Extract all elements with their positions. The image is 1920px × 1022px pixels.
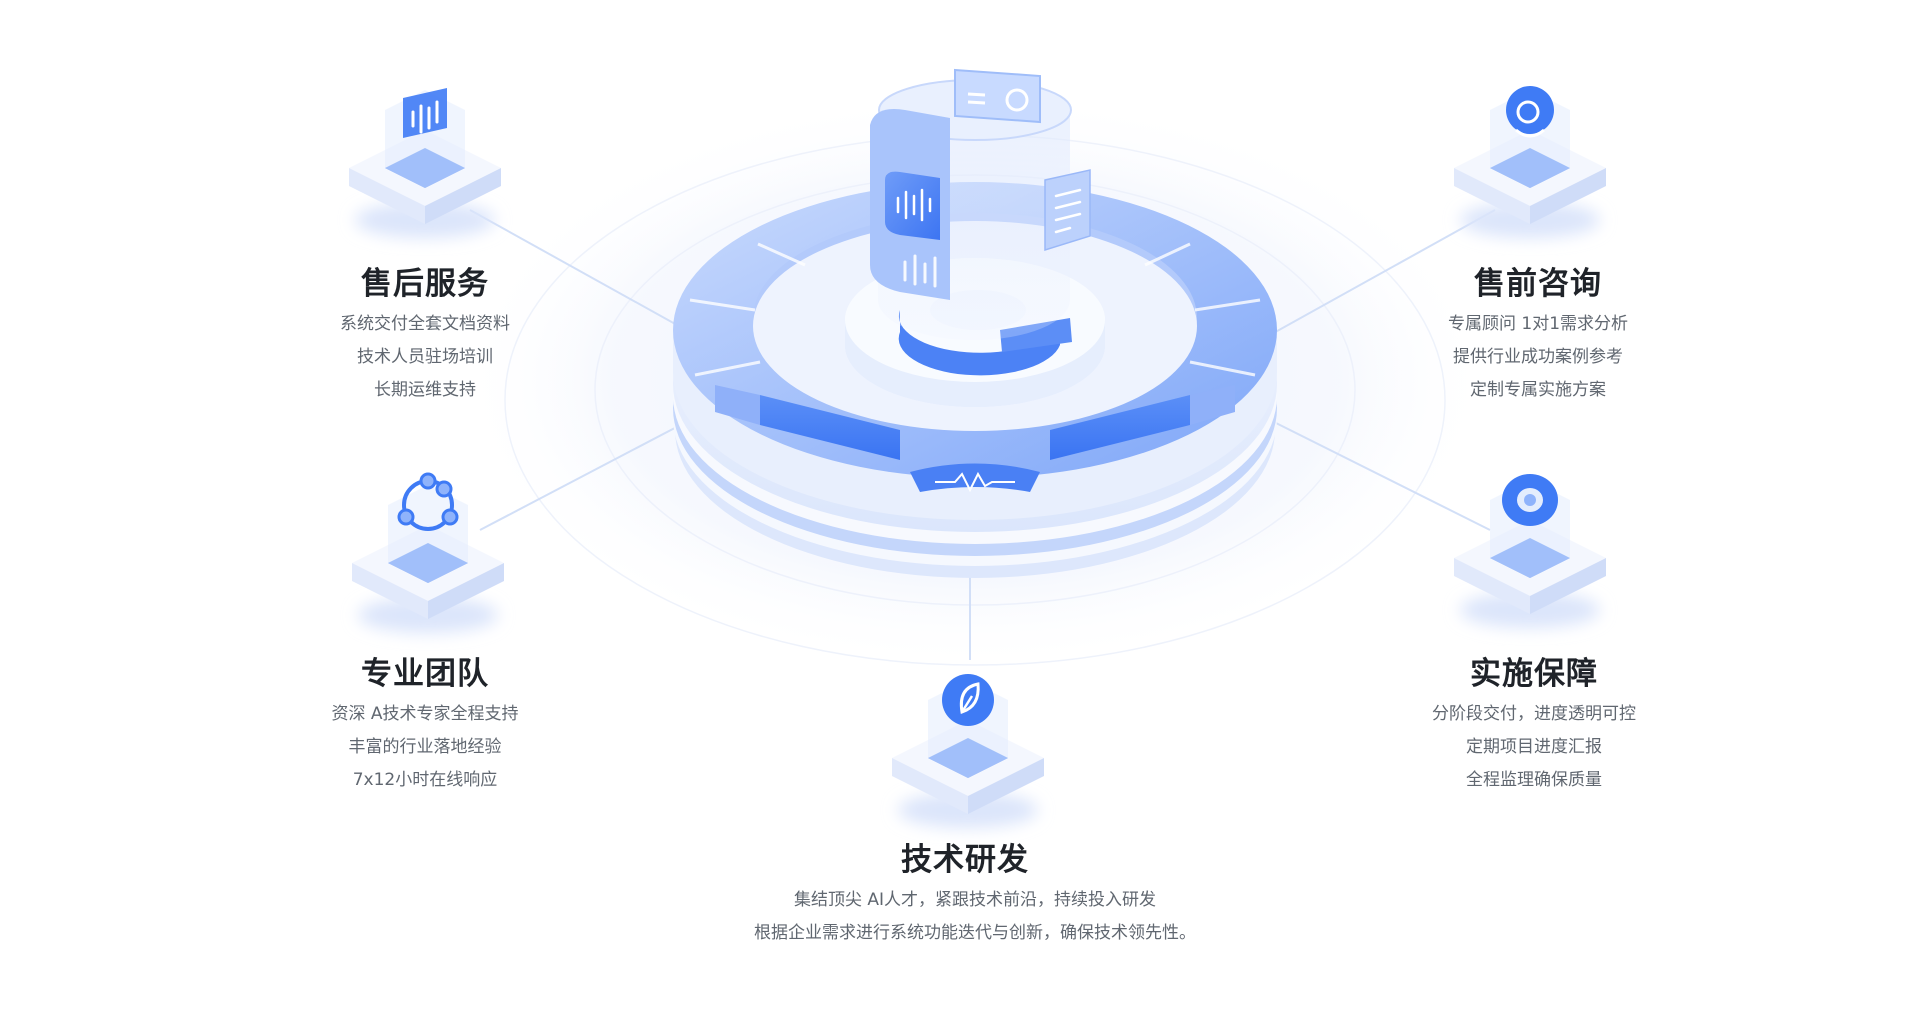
connector-pre-sales xyxy=(1269,209,1496,336)
pedestal-implementation xyxy=(1454,474,1606,628)
node-line: 7x12小时在线响应 xyxy=(352,770,498,790)
node-line: 提供行业成功案例参考 xyxy=(1453,347,1623,367)
node-line: 长期运维支持 xyxy=(374,380,476,400)
team-network-icon xyxy=(397,472,459,531)
node-title-pre-sales: 售前咨询 xyxy=(1474,266,1602,302)
connector-team xyxy=(479,419,691,531)
node-desc-implementation: 分阶段交付，进度透明可控 定期项目进度汇报 全程监理确保质量 xyxy=(1324,698,1744,797)
node-line: 根据企业需求进行系统功能迭代与创新，确保技术领先性。 xyxy=(754,923,1196,943)
node-desc-rnd: 集结顶尖 AI人才，紧跟技术前沿，持续投入研发 根据企业需求进行系统功能迭代与创… xyxy=(715,884,1235,950)
node-line: 丰富的行业落地经验 xyxy=(348,737,502,757)
node-title-team: 专业团队 xyxy=(361,656,489,692)
node-line: 技术人员驻场培训 xyxy=(357,347,493,367)
ecg-pulse-icon xyxy=(935,471,1015,493)
pedestal-team xyxy=(352,472,504,633)
pedestal-pre-sales xyxy=(1454,86,1606,238)
list-panel-icon xyxy=(1054,188,1082,234)
leaf-icon xyxy=(942,674,994,726)
node-line: 定制专属实施方案 xyxy=(1470,380,1606,400)
node-line: 集结顶尖 AI人才，紧跟技术前沿，持续投入研发 xyxy=(793,890,1157,910)
node-line: 资深 A技术专家全程支持 xyxy=(331,704,519,724)
node-line: 专属顾问 1对1需求分析 xyxy=(1447,314,1629,334)
audio-wave-icon xyxy=(403,88,447,138)
connector-implementation xyxy=(1269,419,1491,531)
node-line: 分阶段交付，进度透明可控 xyxy=(1432,704,1636,724)
toggle-card-icon xyxy=(967,88,1029,112)
audio-wave-icon xyxy=(896,188,932,222)
headset-icon xyxy=(1506,86,1554,138)
node-desc-team: 资深 A技术专家全程支持 丰富的行业落地经验 7x12小时在线响应 xyxy=(215,698,635,797)
node-line: 定期项目进度汇报 xyxy=(1466,737,1602,757)
central-hub xyxy=(673,68,1277,578)
node-desc-pre-sales: 专属顾问 1对1需求分析 提供行业成功案例参考 定制专属实施方案 xyxy=(1328,308,1748,407)
pedestal-rnd xyxy=(892,674,1044,828)
node-line: 全程监理确保质量 xyxy=(1466,770,1602,790)
shield-ring-icon xyxy=(1502,474,1558,526)
node-title-rnd: 技术研发 xyxy=(901,842,1029,878)
pedestal-after-sales xyxy=(349,88,501,238)
node-title-implementation: 实施保障 xyxy=(1470,656,1598,692)
connector-after-sales xyxy=(469,209,696,336)
node-line: 系统交付全套文档资料 xyxy=(340,314,510,334)
node-title-after-sales: 售后服务 xyxy=(361,266,489,302)
node-desc-after-sales: 系统交付全套文档资料 技术人员驻场培训 长期运维支持 xyxy=(215,308,635,407)
